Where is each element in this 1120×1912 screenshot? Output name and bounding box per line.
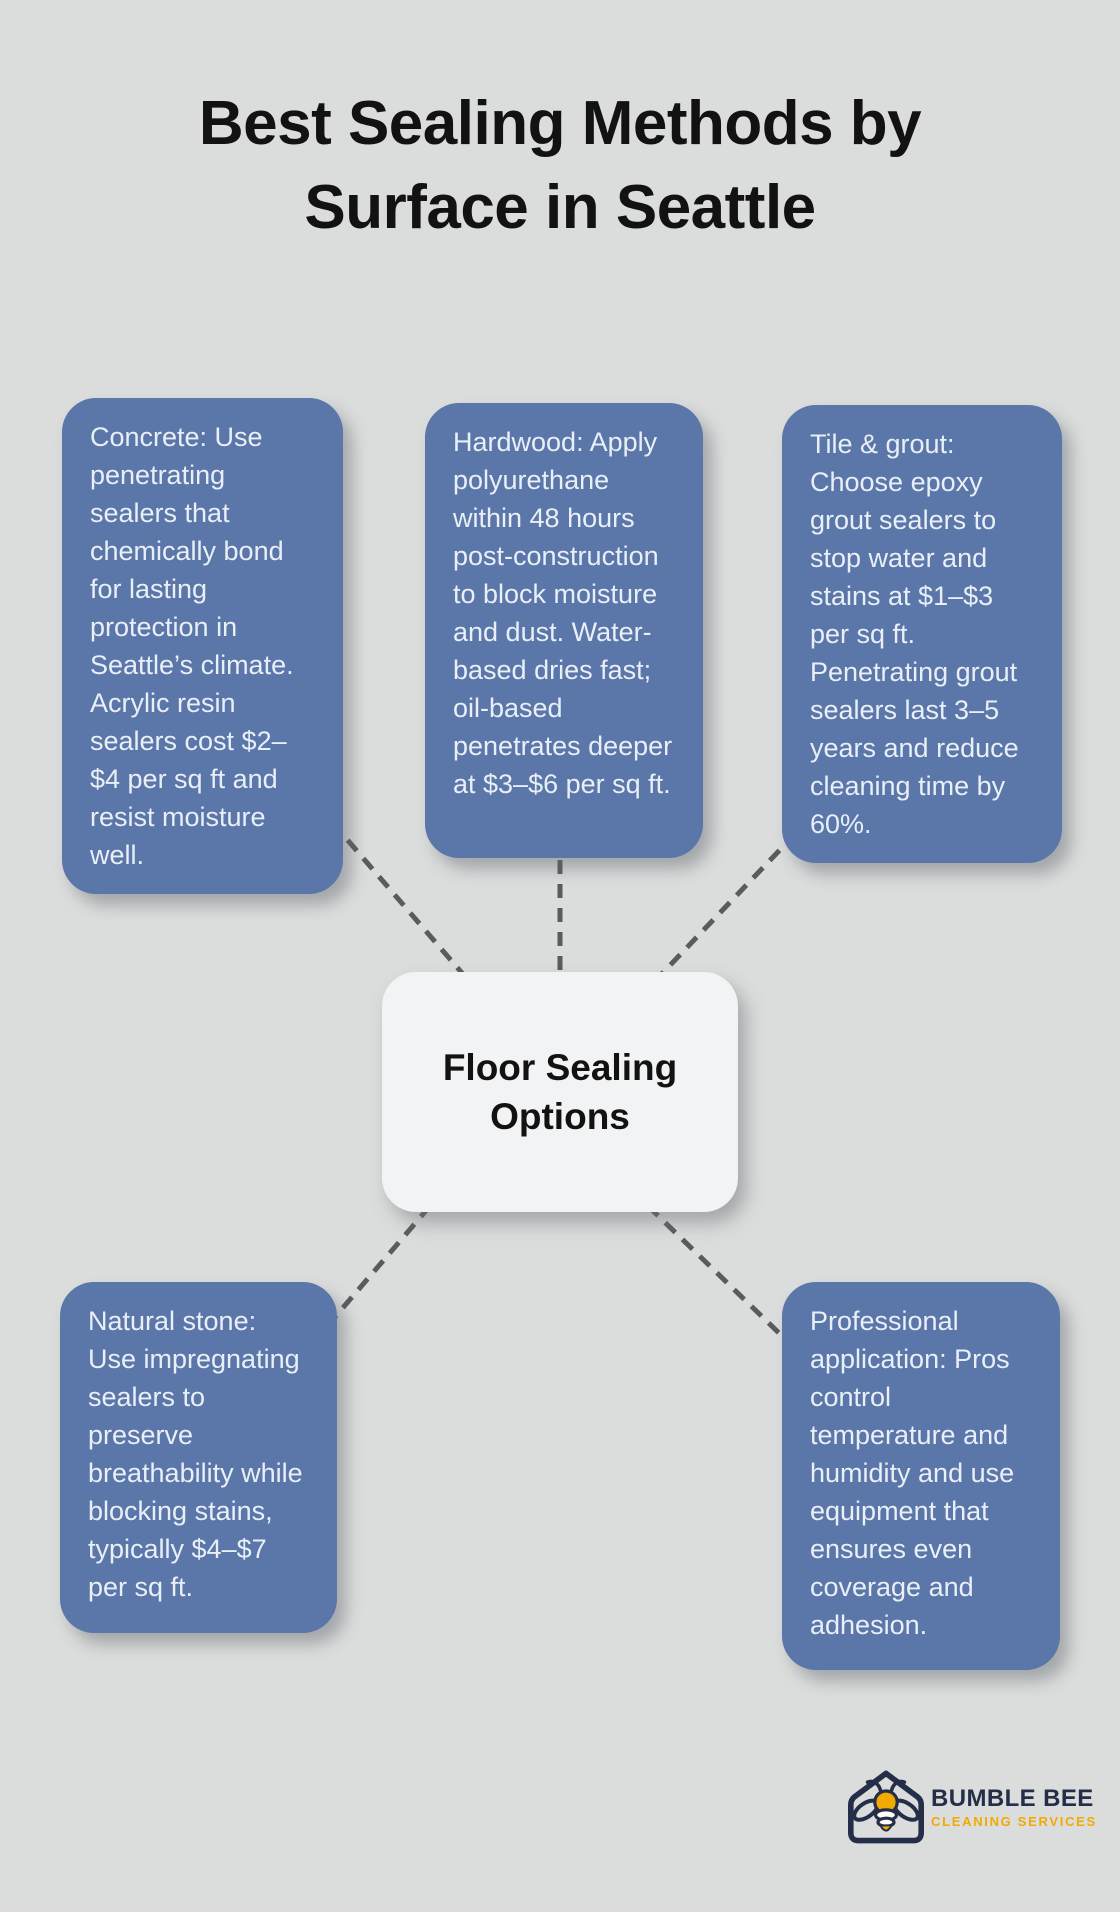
house-outline: [848, 1770, 924, 1844]
logo-name: BUMBLE BEE: [931, 1784, 1094, 1812]
center-node-label: Floor Sealing Options: [442, 1047, 678, 1137]
page-title: Best Sealing Methods by Surface in Seatt…: [198, 89, 922, 242]
node-tile-grout-text: Tile & grout: Choose epoxy grout sealers…: [810, 429, 1019, 839]
node-concrete-text: Concrete: Use penetrating sealers that c…: [90, 422, 294, 870]
connector-center-professional: [646, 1204, 783, 1337]
node-professional-text: Professional application: Pros control t…: [810, 1306, 1015, 1640]
logo-text: BUMBLE BEE CLEANING SERVICES: [931, 1784, 1097, 1829]
connector-center-stone: [333, 1204, 432, 1319]
bee-antenna-left: [865, 1779, 883, 1792]
logo: BUMBLE BEE CLEANING SERVICES: [846, 1768, 1097, 1846]
node-hardwood-text: Hardwood: Apply polyurethane within 48 h…: [453, 427, 673, 799]
center-node: Floor Sealing Options: [382, 972, 738, 1212]
logo-tagline: CLEANING SERVICES: [931, 1813, 1097, 1829]
node-tile-grout: Tile & grout: Choose epoxy grout sealers…: [782, 405, 1062, 863]
bee-tail: [879, 1824, 893, 1832]
node-professional: Professional application: Pros control t…: [782, 1282, 1060, 1670]
bee-antenna-right: [889, 1779, 907, 1792]
node-concrete: Concrete: Use penetrating sealers that c…: [62, 398, 343, 894]
node-hardwood: Hardwood: Apply polyurethane within 48 h…: [425, 403, 703, 858]
node-natural-stone-text: Natural stone: Use impregnating sealers …: [88, 1306, 303, 1602]
bumble-bee-house-icon: [848, 1770, 924, 1844]
node-natural-stone: Natural stone: Use impregnating sealers …: [60, 1282, 337, 1633]
